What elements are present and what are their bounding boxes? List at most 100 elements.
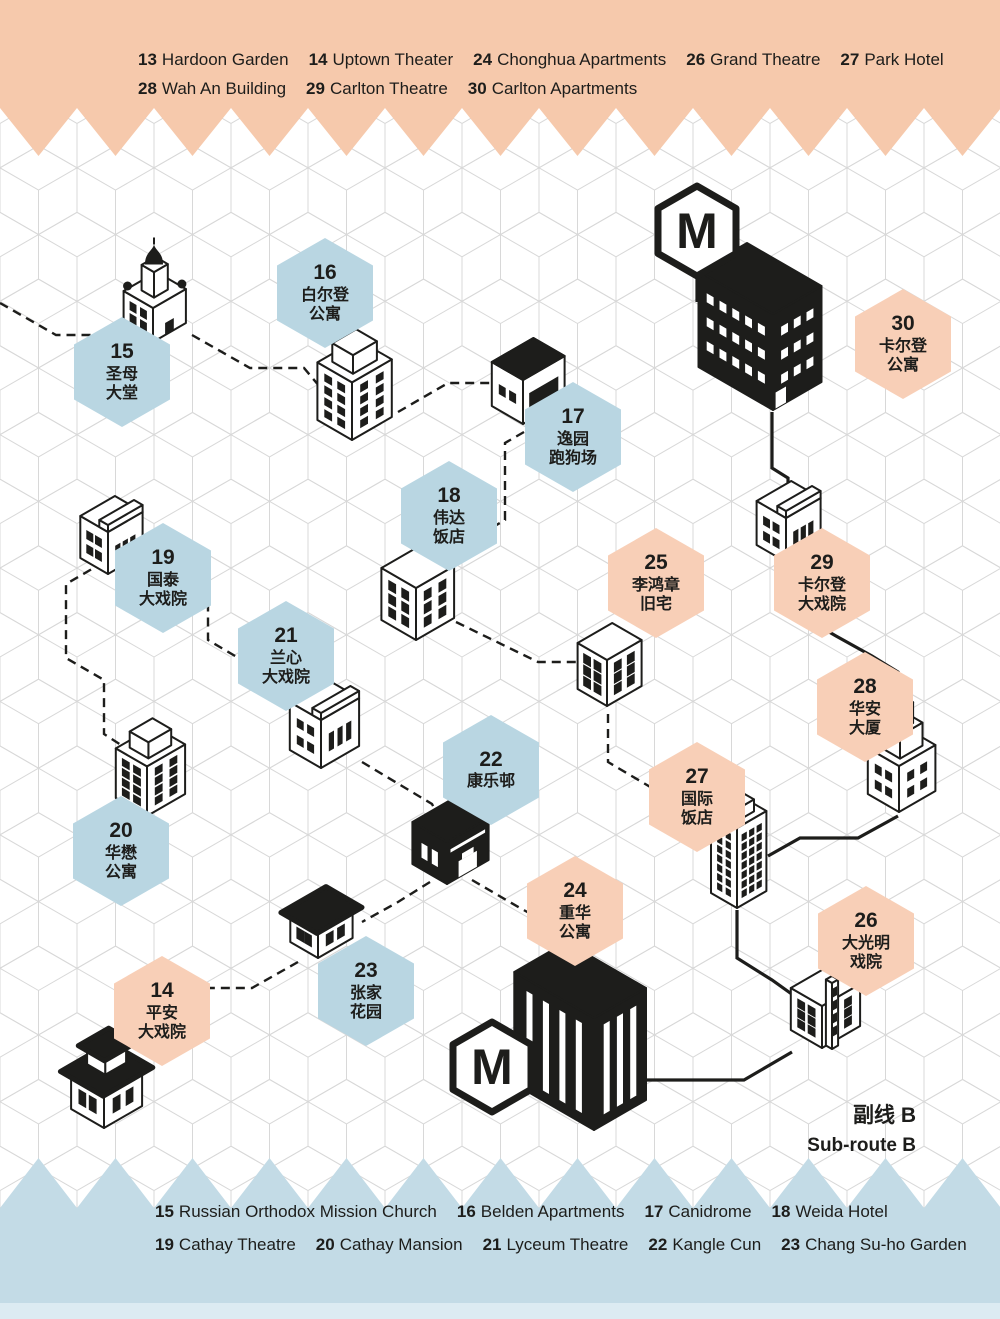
legend-item-number: 13 (138, 50, 157, 69)
route-dashed-line (471, 878, 543, 922)
stop-number: 30 (891, 312, 915, 336)
legend-item-number: 15 (155, 1202, 174, 1221)
stop-name-line: 伟达 (432, 509, 465, 527)
stop-number: 18 (437, 484, 461, 508)
route-dashed-line (361, 760, 450, 837)
stop-number: 29 (810, 551, 834, 575)
legend-item-label: Cathay Mansion (339, 1235, 463, 1254)
legend-item-label: Russian Orthodox Mission Church (178, 1202, 437, 1221)
footer-bottom-strip (0, 1303, 1000, 1319)
stop-name-line: 饭店 (432, 529, 465, 547)
route-dashed-line (191, 333, 337, 407)
stop-number: 24 (563, 879, 587, 903)
stop-number: 19 (151, 546, 175, 570)
legend-item-number: 17 (644, 1202, 664, 1221)
legend-item-label: Uptown Theater (332, 50, 454, 69)
stop-name-line: 圣母 (105, 365, 138, 383)
stop-number: 17 (561, 405, 585, 429)
stop-name-line: 大戏院 (261, 669, 310, 687)
header-band-shape (0, 0, 1000, 156)
stop-name-line: 康乐邨 (466, 773, 515, 791)
legend-item-number: 20 (315, 1235, 335, 1254)
stop-name-line: 大戏院 (137, 1024, 186, 1042)
metro-marker: M (449, 1018, 535, 1116)
legend-item-number: 18 (771, 1202, 791, 1221)
stop-name-line: 逸园 (556, 430, 589, 448)
legend-item-number: 23 (781, 1235, 801, 1254)
stop-number: 20 (109, 819, 133, 843)
legend-item-label: Chang Su-ho Garden (805, 1235, 967, 1254)
legend-item-number: 28 (138, 79, 157, 98)
legend-item-number: 29 (306, 79, 325, 98)
stop-name-line: 卡尔登 (797, 576, 846, 594)
legend-item-number: 22 (648, 1235, 668, 1254)
stop-name-line: 饭店 (680, 810, 713, 828)
metro-letter: M (471, 1039, 513, 1095)
stop-number: 15 (110, 340, 134, 364)
legend-item-label: Carlton Theatre (329, 79, 448, 98)
stop-number: 26 (854, 909, 878, 933)
stop-number: 22 (479, 748, 503, 772)
stop-number: 25 (644, 551, 668, 575)
legend-item-number: 24 (473, 50, 493, 69)
building-16-icon (316, 328, 393, 441)
legend-item-number: 14 (308, 50, 328, 69)
legend-item-number: 27 (840, 50, 860, 69)
metro-marker: M (654, 182, 740, 280)
route-dashed-line (0, 301, 116, 337)
legend-item-label: Carlton Apartments (491, 79, 638, 98)
stop-number: 28 (853, 675, 877, 699)
stop-number: 16 (313, 261, 337, 285)
subroute-label-en: Sub-route B (807, 1134, 916, 1156)
stop-name-line: 花园 (349, 1004, 382, 1022)
stop-name-line: 大戏院 (797, 596, 846, 614)
building-20-icon (114, 717, 187, 817)
stop-name-line: 国泰 (146, 571, 179, 589)
legend-item-label: Canidrome (668, 1202, 752, 1221)
legend-item-label: Park Hotel (864, 50, 944, 69)
stop-name-line: 国际 (680, 790, 713, 808)
stop-name-line: 旧宅 (639, 596, 672, 614)
legend-item-number: 30 (467, 79, 487, 98)
stop-name-line: 张家 (349, 984, 382, 1002)
stop-name-line: 平安 (145, 1004, 178, 1022)
stop-name-line: 重华 (558, 904, 591, 922)
stop-name-line: 公寓 (308, 306, 341, 324)
stop-name-line: 公寓 (558, 924, 591, 942)
stop-name-line: 戏院 (849, 954, 882, 972)
metro-hexagon (654, 182, 740, 280)
stop-name-line: 大戏院 (138, 591, 187, 609)
legend-item-label: Belden Apartments (480, 1202, 625, 1221)
legend-item-label: Grand Theatre (710, 50, 821, 69)
stop-number: 27 (685, 765, 709, 789)
route-dashed-line (361, 880, 431, 924)
route-dashed-line (397, 381, 515, 414)
